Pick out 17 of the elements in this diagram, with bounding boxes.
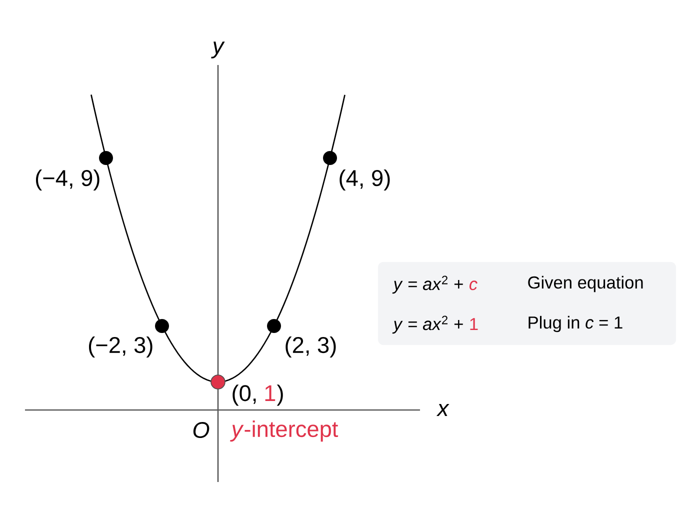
intercept-label: y-intercept <box>230 420 338 442</box>
axis-label: y <box>211 42 225 58</box>
point-label: (−4, 9) <box>36 169 100 191</box>
table-text: Plug in c = 1 <box>528 316 622 332</box>
origin-label: O <box>193 422 210 438</box>
equation: y = ax$^{2}$ + <box>392 316 463 334</box>
point-label: 1 <box>265 385 276 401</box>
equation: y = ax$^{2}$ + <box>392 276 463 294</box>
equation: 1 <box>470 318 478 330</box>
point-label: (2, 3) <box>286 336 336 358</box>
point-label: (0, <box>232 384 256 406</box>
point-label: ) <box>276 384 283 406</box>
point-label: (4, 9) <box>340 169 390 191</box>
axis-label: x <box>436 404 450 416</box>
point-label: (−2, 3) <box>89 336 152 358</box>
table-text: Given equation <box>528 276 643 292</box>
equation: c <box>470 280 478 290</box>
